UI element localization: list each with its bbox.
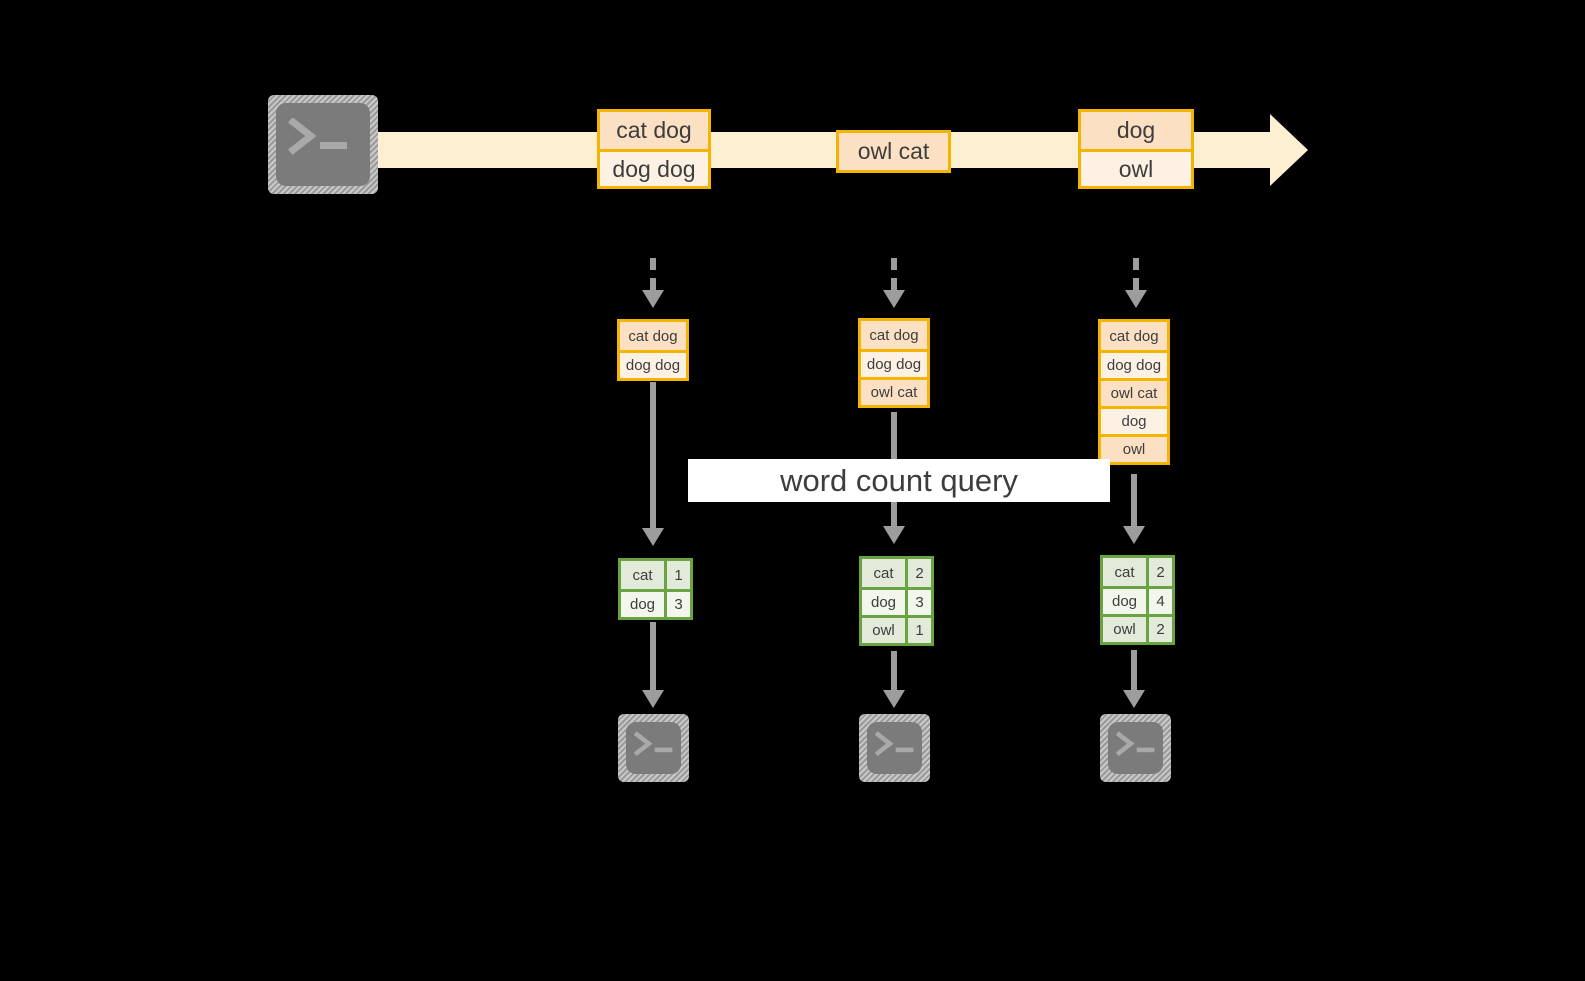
result-word: owl [1103,617,1146,642]
snapshot-1-feed-line [650,258,656,290]
result-word: cat [621,561,664,589]
result-word: dog [862,590,905,615]
snapshot-1-feed-arrowhead [642,290,664,308]
snapshot-1-query-arrowhead [642,528,664,546]
stream-event-3[interactable]: dog owl [1078,109,1194,189]
snapshot-input-line: dog dog [861,349,927,377]
result-count: 3 [664,592,690,617]
stream-arrowhead [1270,114,1308,186]
stream-event-1[interactable]: cat dog dog dog [597,109,711,189]
result-count: 1 [664,561,690,589]
stream-event-line: owl cat [839,133,948,170]
snapshot-2-input-box[interactable]: cat dog dog dog owl cat [858,318,930,408]
snapshot-3-output-line [1131,650,1137,695]
result-count: 2 [1146,558,1172,586]
result-count: 3 [905,590,931,615]
snapshot-1-output-arrowhead [642,690,664,708]
result-count: 1 [905,618,931,643]
prompt-glyph-icon [288,117,348,155]
snapshot-2-consumer-terminal-icon[interactable] [859,714,930,782]
snapshot-input-line: dog dog [1101,350,1167,378]
snapshot-input-line: owl [1101,434,1167,462]
snapshot-3-result-table[interactable]: cat 2 dog 4 owl 2 [1100,555,1175,645]
result-row: dog 4 [1103,586,1172,614]
snapshot-3-feed-line [1133,258,1139,290]
terminal-screen [626,722,681,774]
prompt-glyph-icon [633,731,673,757]
stream-event-2[interactable]: owl cat [836,130,951,173]
snapshot-1-query-line [650,382,656,532]
snapshot-2-feed-line [891,258,897,290]
result-word: cat [862,559,905,587]
result-row: cat 2 [1103,558,1172,586]
snapshot-input-line: owl cat [1101,378,1167,406]
stream-event-line: owl [1081,149,1191,186]
snapshot-2-query-arrowhead [883,526,905,544]
snapshot-input-line: cat dog [620,322,686,350]
snapshot-input-line: cat dog [1101,322,1167,350]
terminal-screen [867,722,922,774]
stream-event-line: cat dog [600,112,708,149]
snapshot-2-feed-arrowhead [883,290,905,308]
query-label: word count query [688,459,1110,502]
snapshot-input-line: dog dog [620,350,686,378]
result-count: 2 [905,559,931,587]
snapshot-input-line: owl cat [861,377,927,405]
result-word: cat [1103,558,1146,586]
result-row: cat 2 [862,559,931,587]
result-row: dog 3 [862,587,931,615]
snapshot-1-input-box[interactable]: cat dog dog dog [617,319,689,381]
result-word: owl [862,618,905,643]
snapshot-2-output-line [891,651,897,695]
snapshot-2-output-arrowhead [883,690,905,708]
prompt-glyph-icon [874,731,914,757]
snapshot-3-input-box[interactable]: cat dog dog dog owl cat dog owl [1098,319,1170,465]
snapshot-input-line: cat dog [861,321,927,349]
producer-terminal-icon[interactable] [268,95,378,194]
snapshot-3-query-line [1131,474,1137,530]
result-count: 4 [1146,589,1172,614]
snapshot-3-consumer-terminal-icon[interactable] [1100,714,1171,782]
result-row: cat 1 [621,561,690,589]
stream-event-line: dog [1081,112,1191,149]
result-word: dog [1103,589,1146,614]
snapshot-1-output-line [650,622,656,694]
snapshot-input-line: dog [1101,406,1167,434]
snapshot-1-consumer-terminal-icon[interactable] [618,714,689,782]
result-word: dog [621,592,664,617]
snapshot-1-result-table[interactable]: cat 1 dog 3 [618,558,693,620]
result-row: owl 1 [862,615,931,643]
terminal-screen [1108,722,1163,774]
result-row: owl 2 [1103,614,1172,642]
snapshot-3-feed-arrowhead [1125,290,1147,308]
result-count: 2 [1146,617,1172,642]
terminal-screen [276,103,370,186]
stream-event-line: dog dog [600,149,708,186]
snapshot-2-result-table[interactable]: cat 2 dog 3 owl 1 [859,556,934,646]
result-row: dog 3 [621,589,690,617]
prompt-glyph-icon [1115,731,1155,757]
snapshot-3-query-arrowhead [1123,526,1145,544]
snapshot-3-output-arrowhead [1123,690,1145,708]
